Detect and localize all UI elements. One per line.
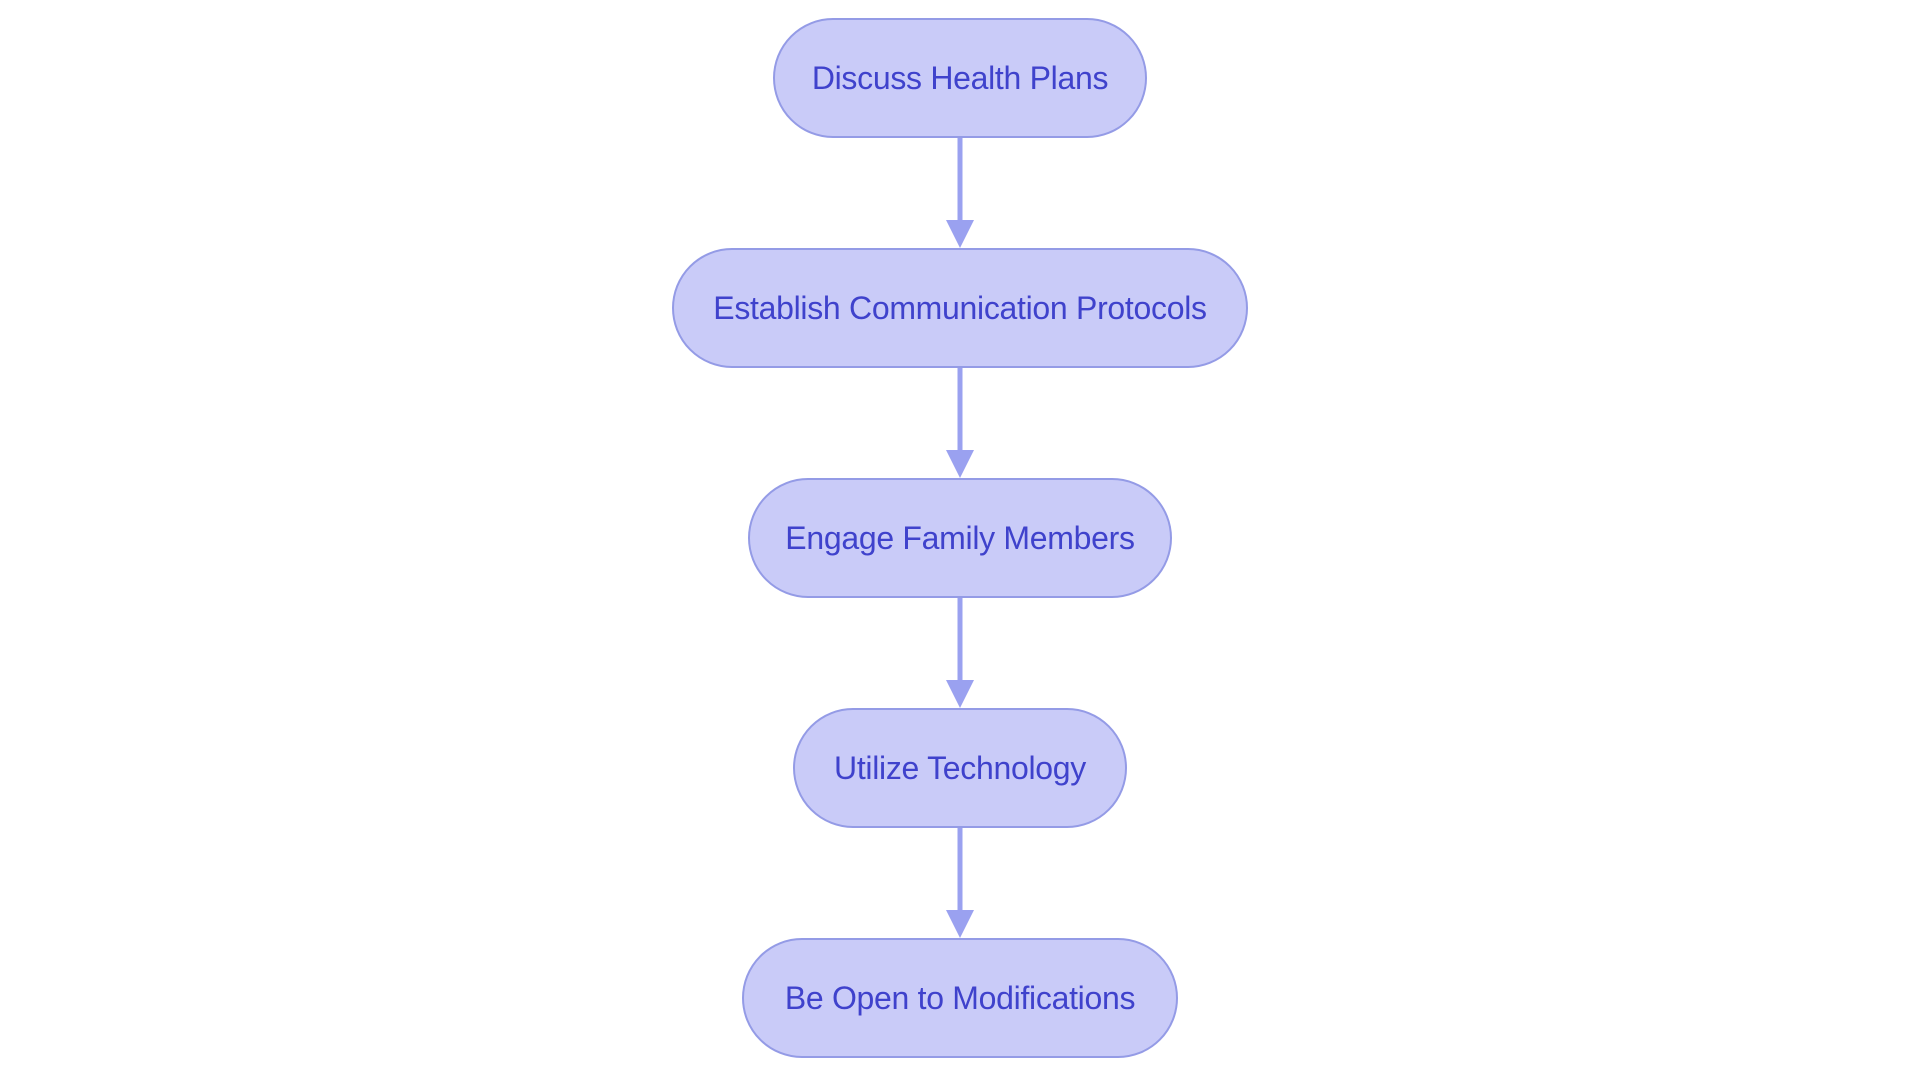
arrow-down-icon — [946, 368, 974, 478]
node-label: Be Open to Modifications — [784, 979, 1136, 1016]
arrow-connector-3 — [944, 598, 976, 708]
node-label: Utilize Technology — [834, 749, 1086, 786]
arrow-connector-2 — [944, 368, 976, 478]
flowchart-node-establish-communication-protocols: Establish Communication Protocols — [672, 248, 1248, 368]
node-label: Discuss Health Plans — [811, 59, 1109, 96]
flowchart-node-utilize-technology: Utilize Technology — [793, 708, 1127, 828]
node-label: Establish Communication Protocols — [713, 289, 1207, 326]
arrow-down-icon — [946, 598, 974, 708]
arrow-down-icon — [946, 138, 974, 248]
flowchart-node-engage-family-members: Engage Family Members — [748, 478, 1172, 598]
arrow-connector-1 — [944, 138, 976, 248]
flowchart-node-discuss-health-plans: Discuss Health Plans — [773, 18, 1147, 138]
arrow-connector-4 — [944, 828, 976, 938]
flowchart-node-be-open-to-modifications: Be Open to Modifications — [742, 938, 1178, 1058]
arrow-down-icon — [946, 828, 974, 938]
node-label: Engage Family Members — [785, 519, 1135, 556]
